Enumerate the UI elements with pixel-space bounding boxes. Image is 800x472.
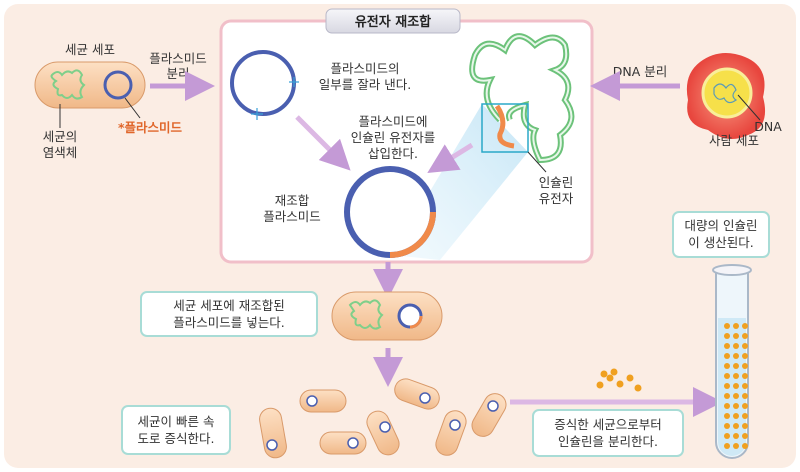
insert-box-text: 세균 세포에 재조합된	[173, 298, 284, 313]
isolate-dna-label: DNA 분리	[613, 64, 668, 79]
insert-step-label-2: 인슐린 유전자를	[351, 130, 435, 145]
insulin-gene-icon	[494, 104, 515, 149]
chromosome-label: 세균의	[43, 129, 78, 144]
arrow-down-right	[295, 115, 351, 171]
recombinant-plasmid-label-2: 플라스미드	[263, 209, 321, 224]
arrow-down-left	[427, 142, 474, 173]
insert-step-label: 플라스미드에	[358, 114, 427, 129]
recombinant-plasmid-label: 재조합	[275, 193, 310, 208]
separate-box-text-2: 인슐린을 분리한다.	[558, 434, 658, 449]
grow-box	[121, 405, 231, 455]
title-box	[325, 8, 461, 34]
human-cell-label: 사람 세포	[709, 133, 759, 148]
insert-box-text-2: 플라스미드를 넣는다.	[173, 315, 284, 330]
tube-insulin-particles	[724, 323, 748, 449]
nucleus-icon	[701, 67, 753, 119]
insulin-gene-label: 인슐린	[539, 175, 574, 190]
separate-box	[532, 409, 684, 457]
mass-box-text-2: 이 생산된다.	[688, 235, 753, 250]
bacterium-cell	[34, 61, 146, 109]
grow-box-text: 세균이 빠른 속	[138, 414, 215, 429]
recombinant-bacterium	[331, 291, 443, 341]
chromosome-label-2: 염색체	[43, 145, 78, 160]
isolate-plasmid-label: 플라스미드	[149, 51, 207, 66]
insert-step-label-3: 삽입한다.	[368, 146, 418, 161]
isolate-plasmid-label-2: 분리	[166, 66, 189, 81]
insulin-particles	[596, 368, 642, 392]
mass-box-text: 대량의 인슐린	[685, 218, 758, 233]
insert-box	[140, 291, 318, 337]
grow-box-text-2: 도로 증식한다.	[138, 431, 215, 446]
bacterial-chromosome-icon	[50, 69, 86, 100]
page-title: 유전자 재조합	[355, 14, 431, 30]
bacterium-label: 세균 세포	[65, 42, 115, 57]
plasmid-label: *플라스미드	[118, 120, 183, 135]
plasmid-icon	[103, 70, 133, 100]
insulin-gene-label-2: 유전자	[539, 191, 574, 206]
cut-step-label-2: 일부를 잘라 낸다.	[319, 77, 411, 92]
dna-label: DNA	[754, 119, 782, 134]
mass-box	[672, 211, 770, 258]
multiplied-bacteria	[259, 378, 507, 459]
gene-highlight-box	[481, 103, 529, 153]
cut-step-label: 플라스미드의	[330, 61, 399, 76]
separate-box-text: 증식한 세균으로부터	[554, 417, 661, 432]
